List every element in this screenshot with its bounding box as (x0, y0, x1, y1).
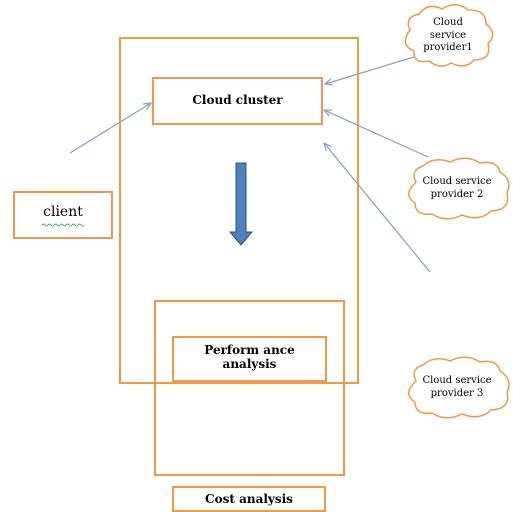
performance-analysis-line2: analysis (222, 357, 277, 372)
cloud-provider1-label: Cloud service provider1 (404, 17, 492, 55)
connector-provider2-to-cluster (324, 110, 429, 158)
provider2-line2: provider 2 (430, 188, 484, 200)
provider3-line2: provider 3 (430, 387, 484, 399)
connector-provider3-to-cluster (324, 143, 431, 273)
performance-analysis-line1: Perform ance (204, 343, 295, 357)
performance-analysis-label: Perform ance analysis (173, 343, 326, 372)
provider1-line2: service (429, 29, 467, 41)
connector-client-to-cluster (69, 103, 151, 154)
client-label: client (43, 204, 83, 220)
flow-down-arrow (228, 162, 254, 246)
connector-provider1-to-cluster (325, 56, 415, 84)
outer-cluster-box (119, 37, 359, 384)
provider3-line1: Cloud service (422, 375, 492, 386)
analysis-box (154, 300, 345, 476)
cloud-provider2-label: Cloud service provider 2 (406, 176, 508, 201)
client-box (13, 191, 113, 239)
cost-analysis-label: Cost analysis (205, 492, 293, 506)
provider1-line1: Cloud (433, 17, 463, 28)
cloud-cluster-box (152, 77, 323, 125)
cloud-provider3-shape (408, 356, 510, 419)
provider2-line1: Cloud service (422, 176, 492, 187)
performance-analysis-box (172, 336, 327, 382)
cloud-cluster-label: Cloud cluster (192, 93, 283, 107)
provider1-line3: provider1 (423, 42, 473, 53)
cloud-provider2-shape (408, 157, 510, 220)
spellcheck-squiggle (41, 223, 85, 227)
cloud-provider1-shape (404, 4, 494, 67)
cost-analysis-box (172, 486, 326, 512)
cloud-provider3-label: Cloud service provider 3 (406, 375, 508, 400)
